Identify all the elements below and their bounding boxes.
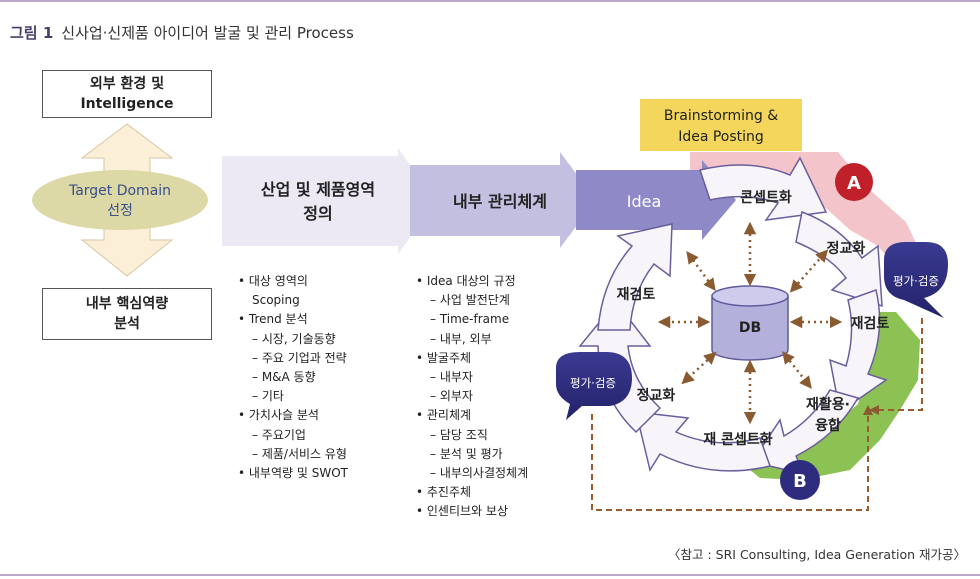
cycle-arrow-concept [699, 156, 828, 221]
figure-title: 그림 1 신사업·신제품 아이디어 발굴 및 관리 Process [10, 22, 354, 43]
db-link-idea [686, 250, 716, 292]
management-system-list: • Idea 대상의 규정 – 사업 발전단계 – Time-frame – 내부, … [416, 272, 528, 522]
bottom-rule [0, 574, 980, 576]
list-item: – 내부의사결정체계 [430, 466, 529, 481]
marker-a [835, 163, 873, 201]
target-domain-line1: Target Domain [68, 183, 171, 199]
internal-competence-line2: 분석 [114, 316, 140, 332]
external-environment-line2: Intelligence [80, 96, 174, 112]
flow-arrow-internal-management [410, 152, 596, 248]
external-environment-box: 외부 환경 및 Intelligence [42, 70, 212, 118]
list-item: Scoping [252, 293, 300, 308]
flow-arrow-idea [576, 160, 736, 240]
list-item: • 관리체계 [416, 408, 472, 423]
concept-label: 콘셉트화 [740, 190, 792, 206]
review2-label: 재검토 [617, 286, 656, 303]
list-item: – 내부자 [430, 370, 473, 385]
list-item: – 외부자 [430, 389, 473, 404]
figure-number: 그림 1 [10, 24, 54, 42]
eval-bubble-right [884, 242, 948, 318]
list-item: • 발굴주체 [416, 350, 472, 365]
marker-b [780, 460, 820, 500]
brainstorming-box [640, 99, 802, 151]
list-item: – 제품/서비스 유형 [252, 446, 347, 461]
flow-step3-label: Idea [627, 192, 662, 211]
reuse-label-line2: 융합 [815, 417, 841, 434]
flow-step1-line1: 산업 및 제품영역 [261, 180, 375, 199]
list-item: • 가치사슬 분석 [238, 408, 319, 423]
list-item: – 사업 발전단계 [430, 293, 510, 308]
flow-step2-label: 내부 관리체계 [453, 192, 547, 211]
list-item: – 분석 및 평가 [430, 446, 503, 461]
db-label: DB [739, 320, 761, 336]
db-link-refine2 [681, 351, 717, 385]
db-link-reuse [782, 351, 812, 389]
list-item: – 시장, 기술동향 [252, 331, 336, 346]
list-item: – 주요 기업과 전략 [252, 350, 347, 365]
list-item: – M&A 동향 [252, 370, 316, 385]
reference-note: 〈참고 : SRI Consulting, Idea Generation 재가… [668, 547, 966, 562]
list-item: • Idea 대상의 규정 [416, 274, 516, 288]
internal-competence-line1: 내부 핵심역량 [85, 296, 169, 312]
brainstorming-line1: Brainstorming & [664, 108, 778, 124]
top-rule [0, 0, 980, 2]
db-cylinder-top [711, 285, 789, 307]
scope-analysis-list: • 대상 영역의 Scoping • Trend 분석 – 시장, 기술동향 – 주요 … [238, 272, 348, 483]
list-item: • 내부역량 및 SWOT [238, 466, 348, 481]
eval-bubble-left [556, 352, 632, 420]
eval-label-right: 평가·검증 [893, 274, 939, 288]
target-domain-oval [32, 170, 208, 230]
brainstorming-line2: Idea Posting [678, 129, 764, 145]
feedback-loop-a [869, 318, 923, 415]
list-item: – 기타 [252, 389, 284, 404]
internal-competence-box: 내부 핵심역량 분석 [42, 288, 212, 340]
reconcept-label: 재 콘셉트화 [703, 432, 772, 448]
list-item: • 추진주체 [416, 485, 472, 500]
list-item: – 담당 조직 [430, 427, 488, 442]
list-item: • 인센티브와 보상 [416, 504, 508, 519]
eval-label-left: 평가·검증 [570, 376, 616, 390]
list-item: • 대상 영역의 [238, 274, 308, 288]
refine1-label: 정교화 [827, 240, 866, 257]
pink-band [690, 152, 928, 270]
feedback-loop-b [591, 405, 873, 511]
list-item: – 내부, 외부 [430, 331, 492, 346]
reuse-label-line1: 재활용· [806, 396, 850, 413]
review1-label: 재검토 [851, 315, 890, 332]
refine2-label: 정교화 [637, 387, 676, 404]
list-item: • Trend 분석 [238, 312, 308, 327]
target-domain-line2: 선정 [107, 203, 133, 219]
external-environment-line1: 외부 환경 및 [89, 76, 165, 92]
marker-a-label: A [847, 173, 861, 194]
figure-caption: 신사업·신제품 아이디어 발굴 및 관리 Process [61, 24, 354, 42]
db-link-refine1 [789, 249, 829, 293]
marker-b-label: B [793, 471, 807, 492]
flow-arrow-industry-definition [222, 148, 436, 254]
flow-step1-line2: 정의 [303, 204, 332, 223]
db-connectors [657, 221, 843, 425]
list-item: – 주요기업 [252, 427, 306, 442]
list-item: – Time-frame [430, 312, 510, 327]
cycle-arrow-review2 [597, 223, 673, 331]
